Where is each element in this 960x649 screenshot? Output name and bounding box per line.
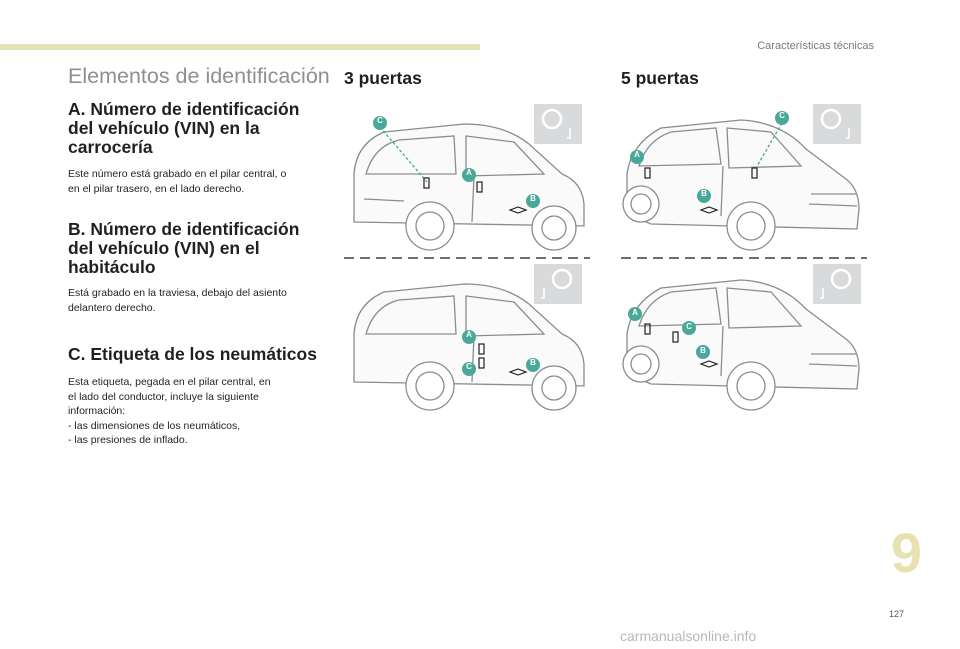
marker-c-label: C — [466, 362, 472, 371]
marker-c-label: C — [377, 116, 383, 125]
paragraph-tyre-label: Esta etiqueta, pegada en el pilar centra… — [68, 376, 271, 446]
dashboard-inset-icon — [813, 104, 861, 144]
separator-5-doors — [621, 257, 867, 259]
marker-b — [697, 189, 711, 203]
heading-vin-body: A. Número de identificación del vehículo… — [68, 99, 300, 157]
watermark: carmanualsonline.info — [620, 628, 757, 644]
dashboard-inset-icon — [534, 104, 582, 144]
heading-vin-cabin: B. Número de identificación del vehículo… — [68, 219, 300, 277]
marker-c — [373, 116, 387, 130]
header-accent-bar — [0, 44, 480, 50]
marker-b — [696, 345, 710, 359]
marker-a — [462, 168, 476, 182]
marker-c-label: C — [686, 322, 692, 331]
car-3-doors-rear-view — [353, 104, 585, 251]
car-5-doors-tyre-view — [622, 264, 861, 411]
marker-a — [628, 307, 642, 321]
marker-b-label: B — [701, 189, 707, 198]
marker-b-label: B — [530, 358, 536, 367]
paragraph-vin-cabin: Está grabado en la traviesa, debajo del … — [68, 287, 287, 314]
marker-a-label: A — [466, 168, 472, 177]
dashboard-inset-icon — [534, 264, 582, 304]
marker-c — [775, 111, 789, 125]
page-title: Elementos de identificación — [68, 64, 330, 88]
marker-a-label: A — [632, 308, 638, 317]
marker-b-label: B — [700, 346, 706, 355]
marker-c-label: C — [779, 111, 785, 120]
dashboard-inset-icon — [813, 264, 861, 304]
paragraph-vin-body: Este número está grabado en el pilar cen… — [68, 168, 287, 195]
separator-3-doors — [344, 257, 590, 259]
marker-c — [462, 362, 476, 376]
marker-a — [462, 330, 476, 344]
marker-c — [682, 321, 696, 335]
marker-a-label: A — [634, 150, 640, 159]
heading-3-doors: 3 puertas — [344, 68, 422, 88]
heading-tyre-label: C. Etiqueta de los neumáticos — [68, 344, 317, 364]
chapter-number: 9 — [890, 521, 922, 584]
marker-a — [630, 150, 644, 164]
marker-b-label: B — [530, 194, 536, 203]
marker-a-label: A — [466, 330, 472, 339]
car-3-doors-tyre-view — [353, 264, 585, 411]
page-number: 127 — [888, 609, 904, 619]
heading-5-doors: 5 puertas — [621, 68, 699, 88]
chapter-header: Características técnicas — [757, 40, 874, 52]
marker-b — [526, 358, 540, 372]
marker-b — [526, 194, 540, 208]
car-5-doors-vin-view — [622, 104, 861, 251]
